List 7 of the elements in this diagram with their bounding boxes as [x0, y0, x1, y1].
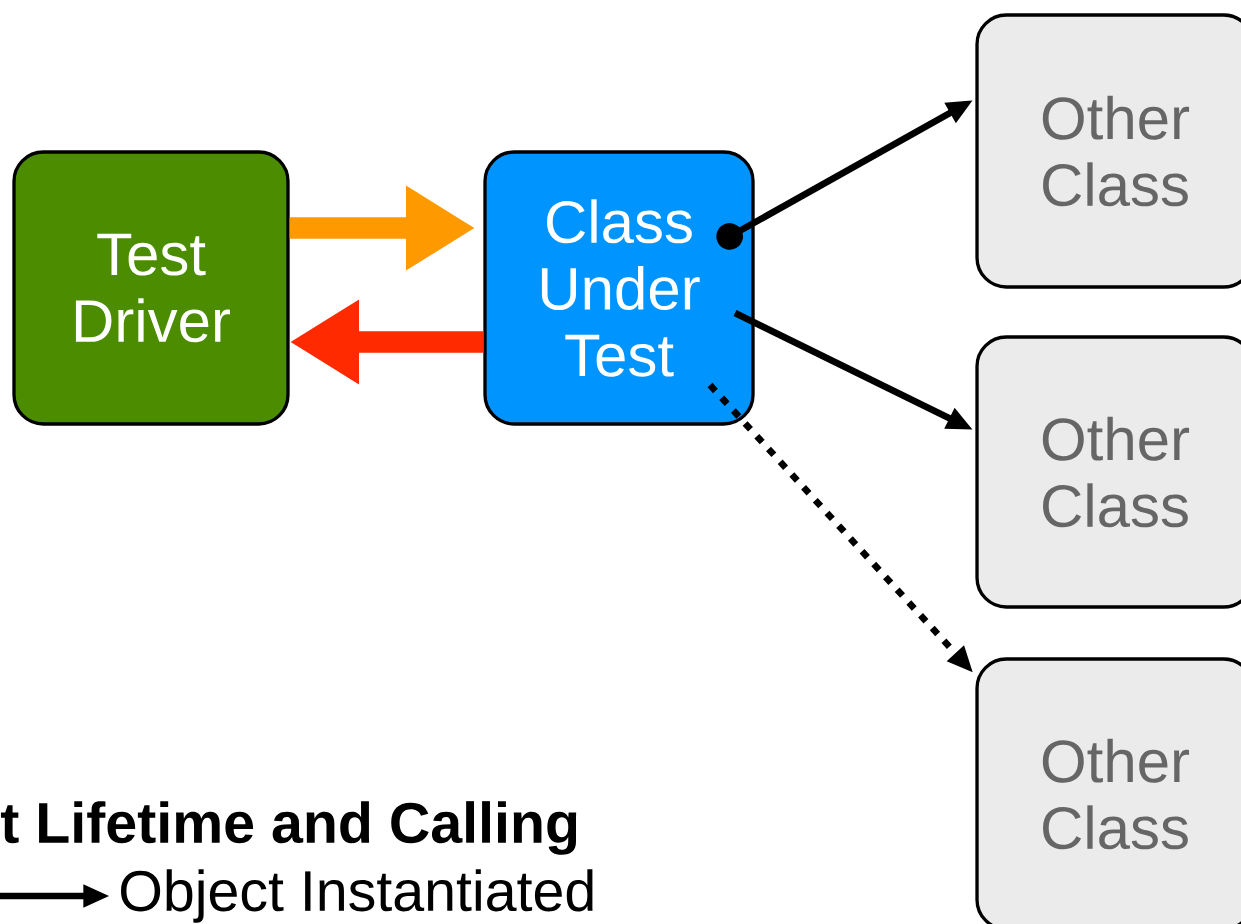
- test-driver-box: Test Driver: [12, 150, 290, 426]
- class-box: Other Class: [975, 657, 1241, 924]
- class-box: Other Class: [975, 335, 1241, 609]
- legend-text: Object Instantiated: [121, 869, 593, 923]
- heading: t Lifetime and Calling: [0, 801, 577, 855]
- class-box: Other Class: [975, 13, 1241, 289]
- class-box: Class Under Test: [483, 150, 755, 426]
